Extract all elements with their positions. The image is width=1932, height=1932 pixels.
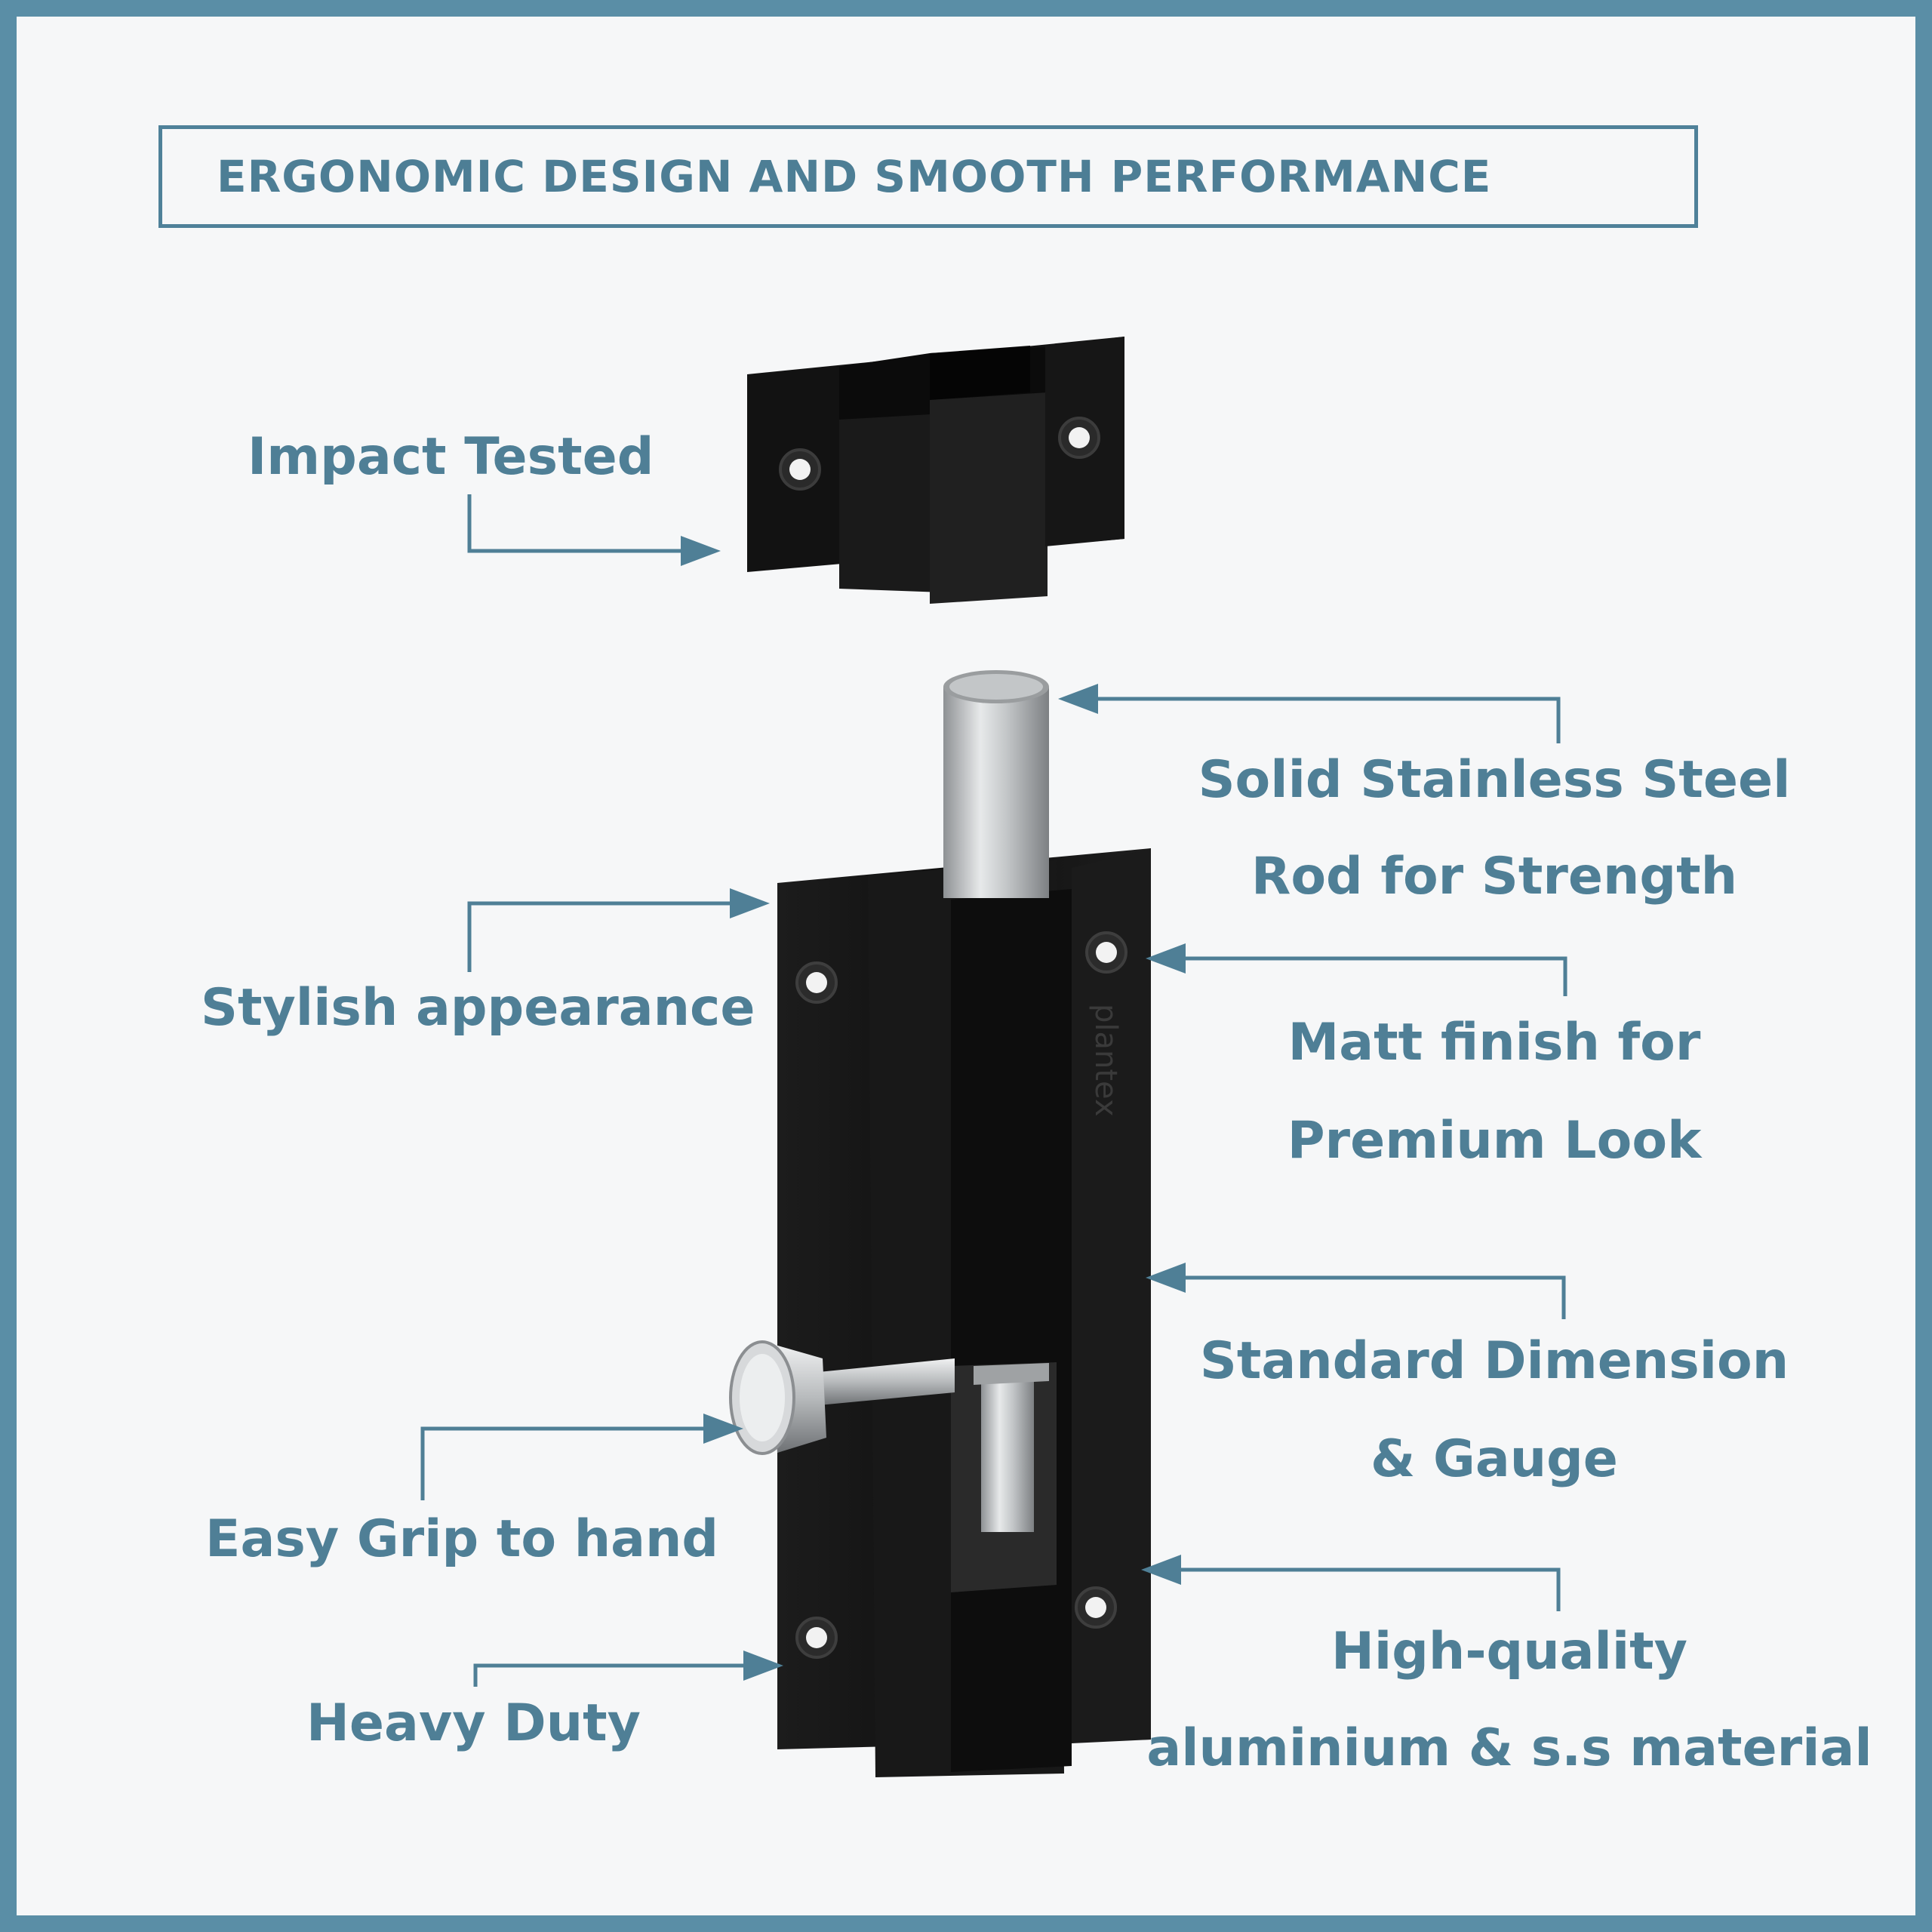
callout-arrows [420,494,1567,1687]
label-matt-line1: Matt finish for [1287,1013,1701,1072]
label-quality-line2: aluminium & s.s material [1146,1718,1872,1778]
label-rod-line1: Solid Stainless Steel [1198,750,1791,810]
label-rod-line2: Rod for Strength [1251,847,1738,906]
title-box: ERGONOMIC DESIGN AND SMOOTH PERFORMANCE [158,125,1698,228]
arrow-quality-icon [1141,1555,1181,1585]
steel-rod [943,670,1049,898]
bolt-base-plate: plantex [777,848,1151,1777]
keeper-bracket [747,337,1124,604]
grip-knob [729,1340,955,1455]
arrow-heavy-icon [743,1651,783,1681]
arrow-matt-icon [1146,943,1186,974]
arrow-grip-icon [703,1414,743,1444]
label-stylish: Stylish appearance [201,978,755,1038]
arrow-stylish-icon [730,888,770,918]
steel-rod-lower [974,1363,1049,1532]
label-heavy-duty: Heavy Duty [306,1694,641,1753]
label-standard-line2: & Gauge [1371,1429,1618,1489]
label-easy-grip: Easy Grip to hand [205,1509,719,1569]
arrow-rod-icon [1058,684,1098,714]
arrow-heads [681,536,1186,1681]
label-matt-line2: Premium Look [1287,1111,1702,1171]
arrow-standard-icon [1146,1263,1186,1293]
arrow-impact-icon [681,536,721,566]
brand-engraving: plantex [1088,1004,1123,1117]
label-impact-tested: Impact Tested [248,427,654,487]
label-standard-line1: Standard Dimension [1199,1331,1789,1391]
label-quality-line1: High-quality [1331,1622,1687,1681]
page-title: ERGONOMIC DESIGN AND SMOOTH PERFORMANCE [217,151,1492,202]
